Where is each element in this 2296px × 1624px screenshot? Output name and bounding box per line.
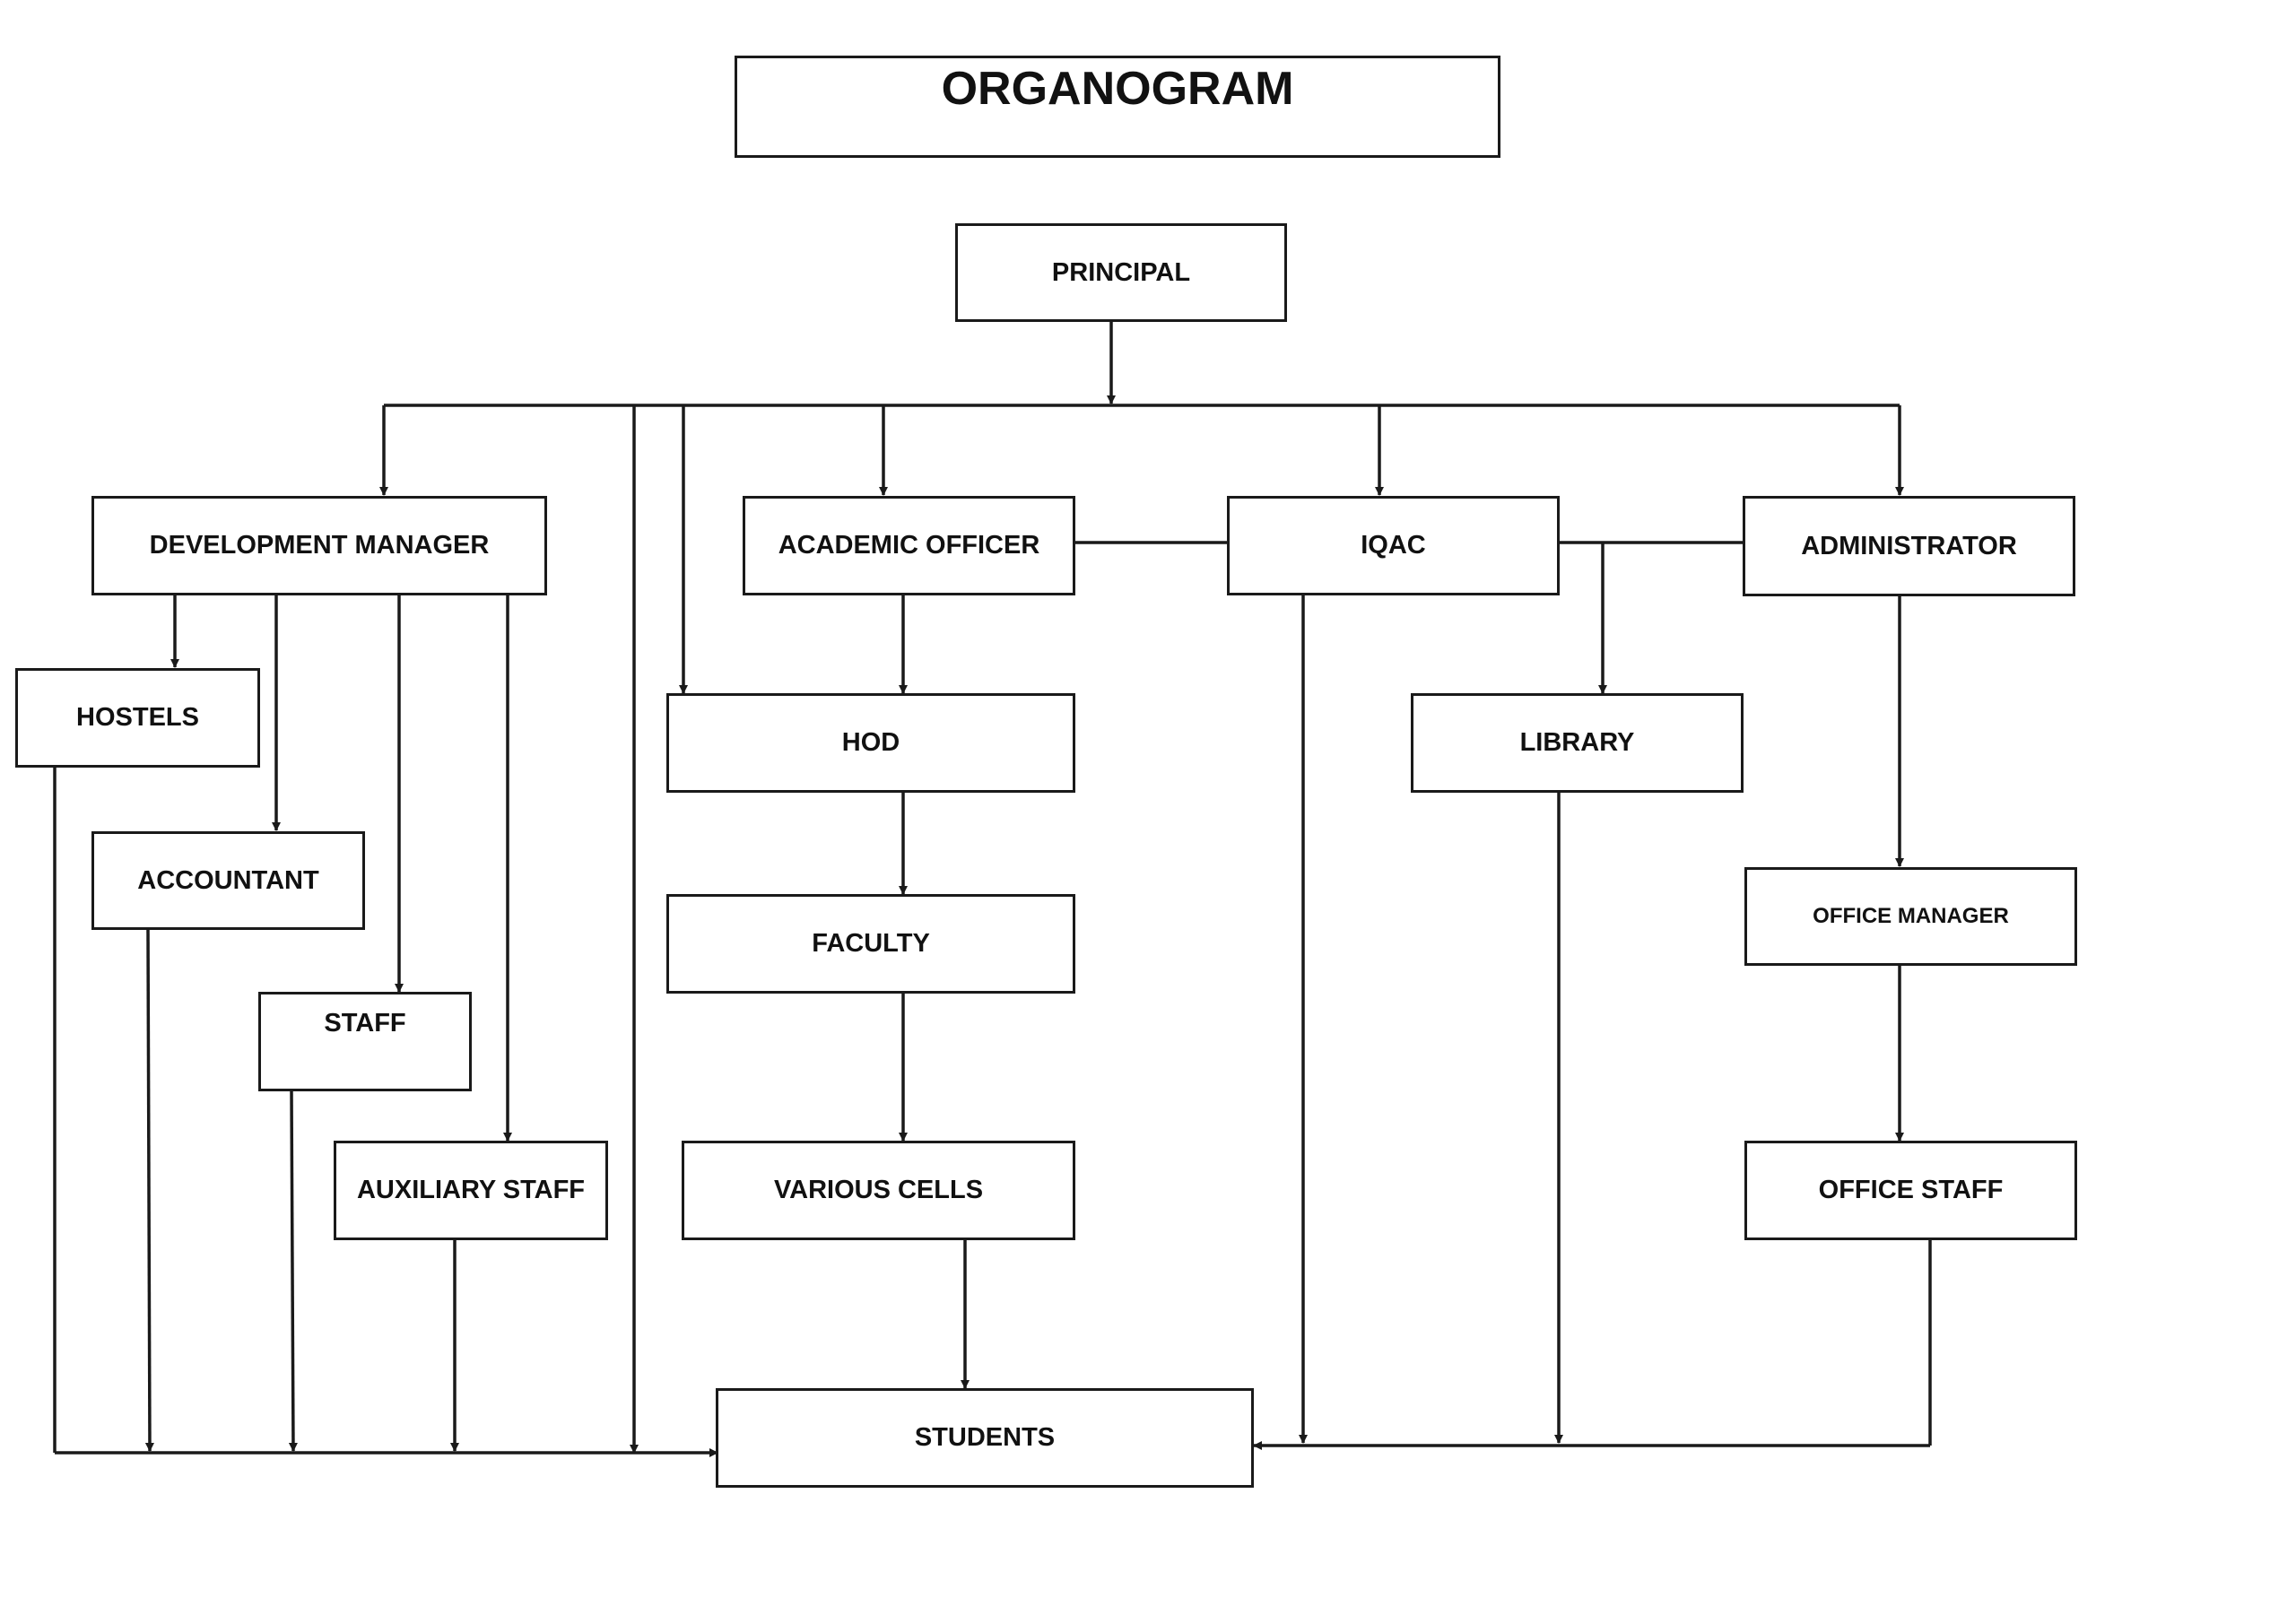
- node-administrator: ADMINISTRATOR: [1743, 496, 2075, 596]
- diagram-title: ORGANOGRAM: [735, 56, 1500, 158]
- node-staff: STAFF: [258, 992, 472, 1091]
- node-development-manager: DEVELOPMENT MANAGER: [91, 496, 547, 595]
- node-iqac: IQAC: [1227, 496, 1560, 595]
- node-hod: HOD: [666, 693, 1075, 793]
- node-office-manager: OFFICE MANAGER: [1744, 867, 2077, 966]
- node-faculty: FACULTY: [666, 894, 1075, 994]
- node-students: STUDENTS: [716, 1388, 1254, 1488]
- connector-accountant-down: [144, 928, 154, 1452]
- node-various-cells: VARIOUS CELLS: [682, 1141, 1075, 1240]
- node-library: LIBRARY: [1411, 693, 1744, 793]
- node-office-staff: OFFICE STAFF: [1744, 1141, 2077, 1240]
- connector-staff-down: [288, 1090, 298, 1452]
- node-accountant: ACCOUNTANT: [91, 831, 365, 930]
- node-hostels: HOSTELS: [15, 668, 260, 768]
- node-auxiliary-staff: AUXILIARY STAFF: [334, 1141, 608, 1240]
- node-academic-officer: ACADEMIC OFFICER: [743, 496, 1075, 595]
- node-principal: PRINCIPAL: [955, 223, 1287, 322]
